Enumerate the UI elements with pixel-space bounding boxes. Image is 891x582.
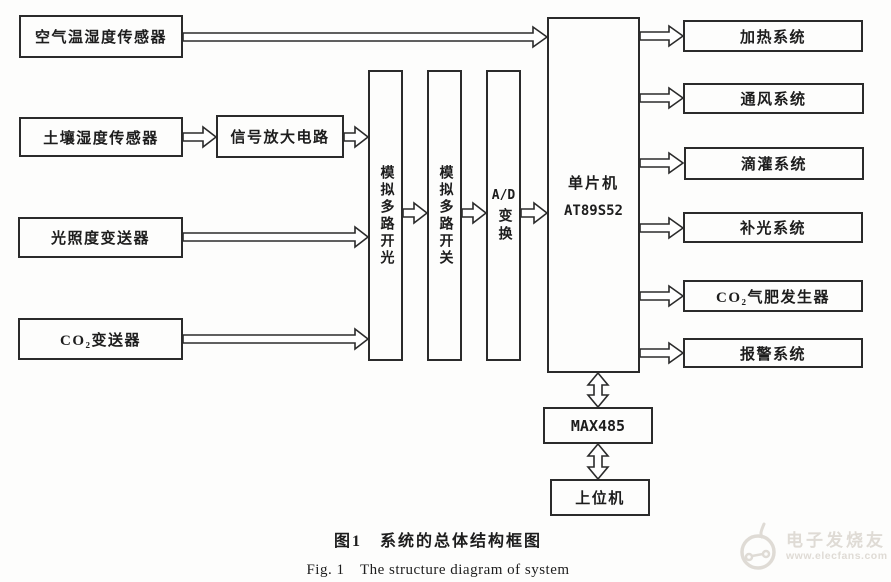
box-light-supplement-system: 补光系统 (683, 212, 863, 243)
mcu-chip-label: AT89S52 (563, 202, 623, 219)
figure-caption: 图1 系统的总体结构框图 Fig. 1 The structure diagra… (0, 527, 876, 579)
site-watermark: 电子发烧友 www.elecfans.com (737, 521, 888, 573)
figure-caption-en: Fig. 1 The structure diagram of system (306, 562, 570, 578)
watermark-text: 电子发烧友 www.elecfans.com (786, 530, 888, 562)
figure-caption-zh: 图1 系统的总体结构框图 (333, 533, 542, 550)
arrow-mcu-to-ventilation (639, 86, 685, 110)
box-max485-module: MAX485 (543, 407, 653, 444)
arrow-soil-sensor-to-amplifier (182, 125, 218, 149)
arrow-mux1-to-mux2 (402, 201, 429, 225)
watermark-brand: 电子发烧友 (786, 530, 886, 550)
arrow-mcu-to-heating (639, 24, 685, 48)
arrow-mux2-to-adc (461, 201, 488, 225)
arrow-light-sensor-to-mux1 (182, 225, 370, 249)
arrow-air-sensor-to-mcu (182, 25, 549, 49)
box-air-temp-humidity-sensor: 空气温湿度传感器 (19, 15, 183, 58)
watermark-site-url: www.elecfans.com (786, 549, 888, 562)
box-signal-amplifier-circuit: 信号放大电路 (216, 115, 344, 158)
arrow-mcu-to-alarm (639, 341, 685, 365)
ad-converter-label-top: A/D (491, 187, 516, 203)
box-light-intensity-transmitter: 光照度变送器 (18, 217, 183, 258)
arrow-amplifier-to-mux1 (343, 125, 370, 149)
box-ad-converter: A/D 变换 (486, 70, 521, 361)
box-analog-multiplexer-2: 模拟多路开关 (427, 70, 462, 361)
box-heating-system: 加热系统 (683, 20, 863, 52)
box-co2-transmitter: CO₂变送器 (18, 318, 183, 360)
arrow-mcu-to-co2-generator (639, 284, 685, 308)
ad-converter-label-bottom: 变换 (496, 207, 512, 244)
arrow-mcu-max485-bidirectional (586, 371, 610, 409)
elecfans-logo-icon (740, 522, 776, 570)
arrow-max485-host-bidirectional (586, 442, 610, 481)
arrow-co2-sensor-to-mux1 (182, 327, 370, 351)
box-ventilation-system: 通风系统 (683, 83, 864, 114)
mcu-name-label: 单片机 (567, 175, 619, 192)
box-host-computer: 上位机 (550, 479, 650, 516)
arrow-mcu-to-light-supplement (639, 216, 685, 240)
box-mcu-at89s52: 单片机 AT89S52 (547, 17, 640, 373)
box-soil-humidity-sensor: 土壤湿度传感器 (19, 117, 183, 157)
box-alarm-system: 报警系统 (683, 338, 863, 368)
box-drip-irrigation-system: 滴灌系统 (684, 147, 864, 180)
box-co2-fertilizer-generator: CO₂气肥发生器 (683, 280, 863, 312)
box-analog-multiplexer-1: 模拟多路开光 (368, 70, 403, 361)
arrow-mcu-to-drip-irrigation (639, 151, 685, 175)
arrow-adc-to-mcu (520, 201, 549, 225)
